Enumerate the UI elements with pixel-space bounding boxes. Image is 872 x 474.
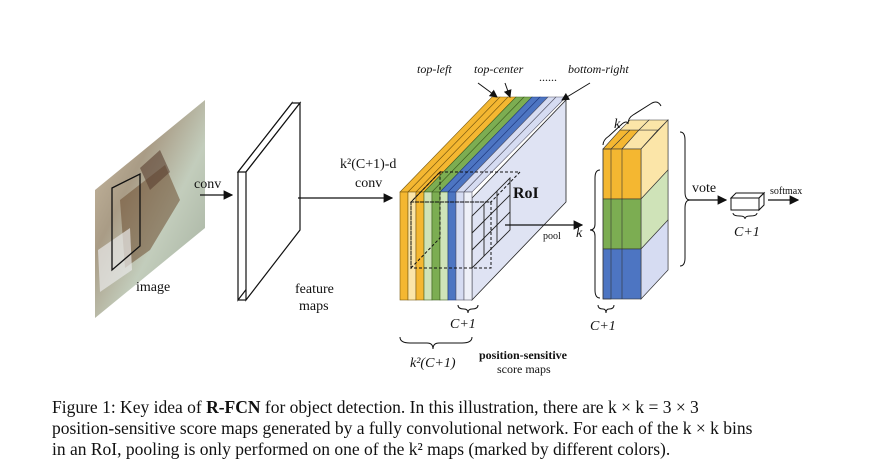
feature-maps-box	[236, 101, 302, 302]
rfcn-diagram	[95, 82, 800, 350]
pooled-cube	[602, 119, 669, 300]
c1-scoremaps-label: C+1	[450, 317, 476, 332]
k-side-label: k	[576, 226, 583, 241]
bottom-right-label: bottom-right	[568, 62, 629, 76]
top-center-label: top-center	[474, 62, 524, 76]
c1-vote-brace	[732, 212, 758, 220]
caption-bold-rfcn: R-FCN	[206, 397, 261, 417]
vote-brace	[679, 131, 691, 267]
caption-line-3: in an RoI, pooling is only performed on …	[52, 439, 671, 459]
top-left-pointer	[477, 82, 498, 98]
score-maps-stack	[399, 96, 567, 301]
feature-label: feature	[295, 282, 334, 297]
c1-pooled-label: C+1	[590, 319, 616, 334]
vote-box	[729, 191, 766, 212]
k-side-brace	[589, 169, 601, 299]
k2c1-brace	[399, 336, 473, 350]
figure-caption: Figure 1: Key idea of R-FCN for object d…	[52, 397, 832, 460]
conv-label: conv	[194, 177, 222, 192]
k2c1-label: k²(C+1)	[410, 356, 456, 371]
k-top-label: k	[614, 117, 621, 132]
caption-line-1-pre: Figure 1: Key idea of	[52, 397, 207, 417]
top-center-pointer	[503, 82, 512, 98]
c1-vote-label: C+1	[734, 225, 760, 240]
input-image	[95, 100, 205, 318]
vote-label: vote	[692, 181, 717, 196]
k2c1d-conv-label: conv	[355, 176, 383, 191]
bottom-right-pointer	[561, 82, 591, 101]
position-sensitive-label: position-sensitive	[479, 348, 568, 362]
score-maps-label: score maps	[497, 362, 551, 376]
top-left-label: top-left	[417, 62, 452, 76]
maps-label: maps	[299, 299, 329, 314]
k2c1d-label: k²(C+1)-d	[340, 157, 397, 172]
caption-line-1-post: for object detection. In this illustrati…	[260, 397, 699, 417]
caption-line-2: position-sensitive score maps generated …	[52, 418, 753, 438]
roi-label: RoI	[513, 185, 539, 202]
k-top-brace	[602, 101, 662, 146]
dots-label: ......	[539, 70, 557, 84]
c1-brace	[457, 304, 479, 314]
caption-line-1: Figure 1: Key idea of R-FCN for object d…	[52, 397, 832, 418]
c1-pooled-brace	[597, 304, 615, 314]
image-label: image	[136, 280, 171, 295]
pool-label: pool	[543, 231, 561, 242]
softmax-label: softmax	[770, 186, 803, 197]
